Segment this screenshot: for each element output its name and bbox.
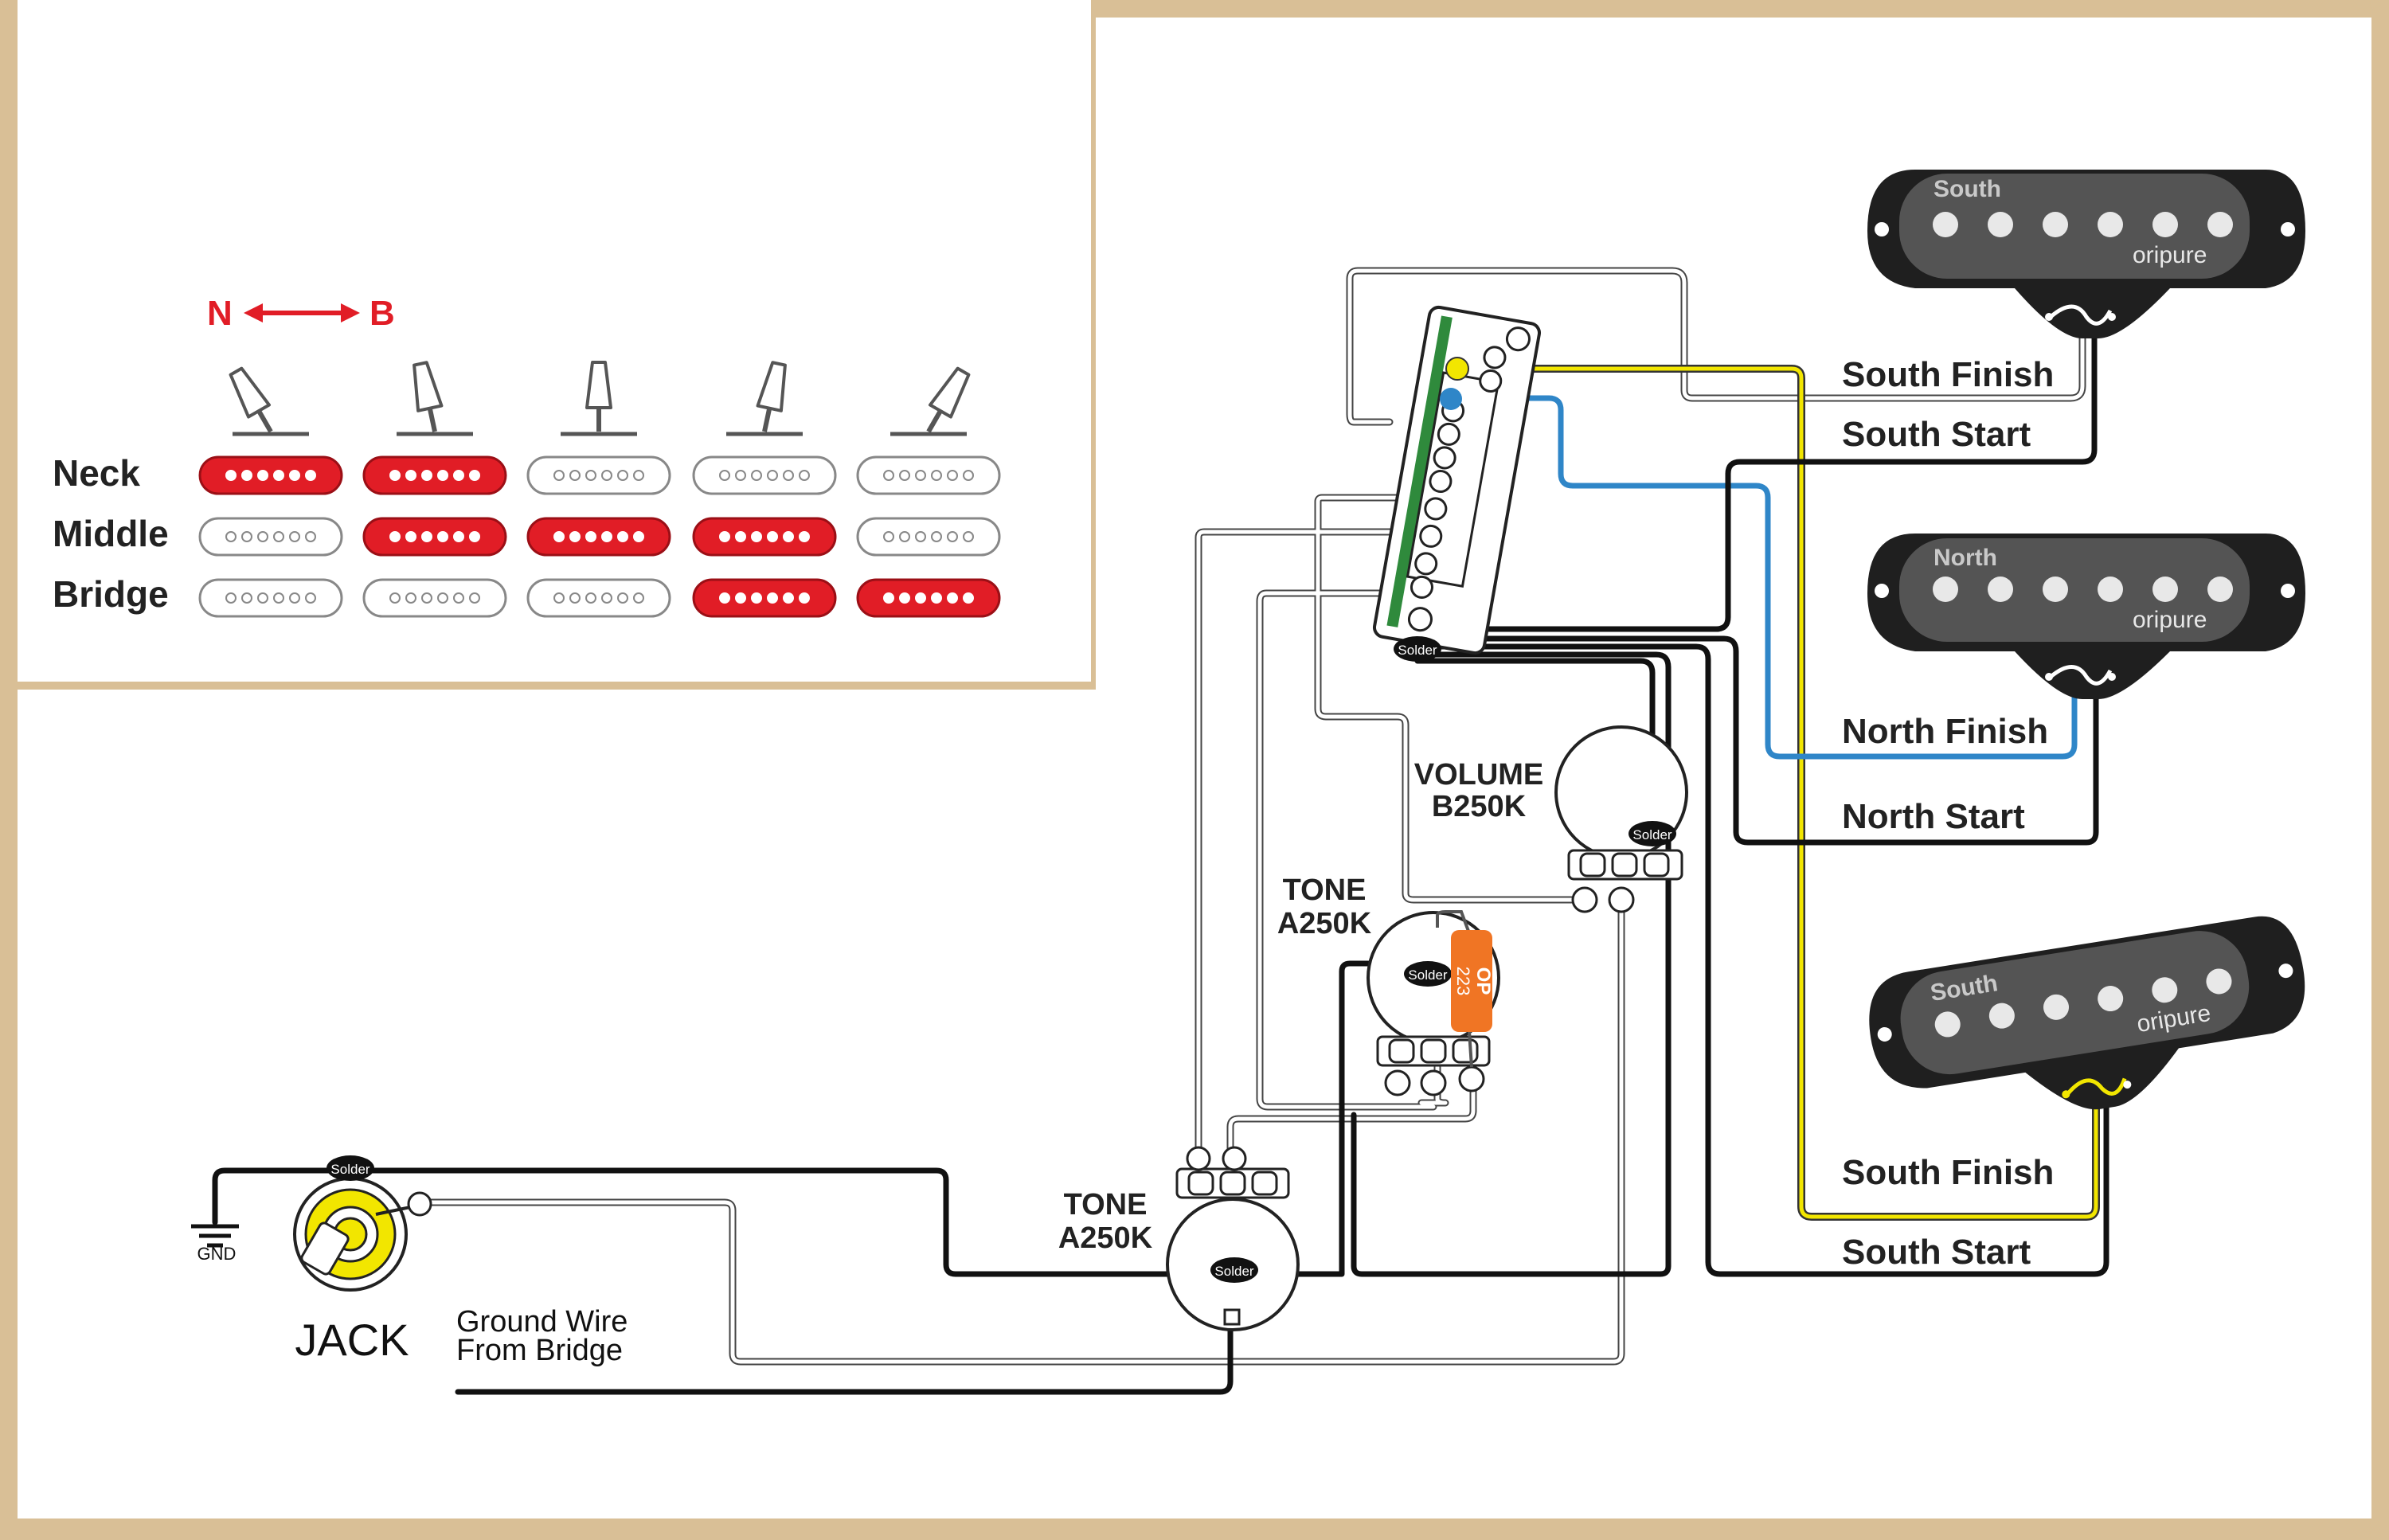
pickup-bridge-start-label: South Start [1842, 1233, 2031, 1272]
selector-position-chart: N B Neck Middle Bridge [53, 294, 1001, 618]
lever-position-2 [397, 361, 473, 436]
pickup-neck-brand: oripure [2133, 242, 2207, 268]
legend-pickup-bridge-pos3 [526, 578, 671, 618]
legend-pickup-bridge-pos4 [692, 578, 837, 618]
legend-pickup-neck-pos1 [198, 455, 343, 495]
yellow-wire [1453, 365, 2100, 1221]
output-jack: Solder [293, 1155, 432, 1292]
volume-pot: Solder [1554, 725, 1688, 913]
legend-pickup-neck-pos2 [362, 455, 507, 495]
legend-pickup-middle-pos2 [362, 517, 507, 557]
legend-pickup-middle-pos1 [198, 517, 343, 557]
capacitor-brand: OP [1472, 967, 1494, 995]
lower-left-panel [18, 690, 1101, 1519]
lever-positions [229, 361, 971, 436]
pickup-middle: North oripure [1867, 534, 2305, 699]
tone-pot-2-label-line2: A250K [1058, 1221, 1153, 1255]
pickup-middle-start-label: North Start [1842, 797, 2025, 836]
pickup-neck: South oripure [1867, 170, 2305, 338]
pickup-bridge: South oripure [1869, 916, 2305, 1110]
legend-pickup-grid [198, 455, 1001, 618]
capacitor: OP 223 [1451, 930, 1494, 1032]
yellow-terminal-dot [1445, 357, 1469, 381]
legend-pickup-bridge-pos1 [198, 578, 343, 618]
wires [212, 267, 2109, 1395]
jack-label: JACK [295, 1315, 409, 1365]
black-wires [212, 323, 2109, 1395]
pickup-middle-finish-label: North Finish [1842, 712, 2048, 751]
tone1-solder-label: Solder [1408, 967, 1447, 983]
row-label-bridge: Bridge [53, 573, 169, 615]
volume-solder-label: Solder [1632, 827, 1672, 842]
lever-position-4 [726, 361, 803, 436]
tone2-solder-label: Solder [1214, 1264, 1253, 1279]
tone-pot-1-label-line2: A250K [1277, 907, 1372, 940]
legend-pickup-bridge-pos2 [362, 578, 507, 618]
pickup-neck-finish-label: South Finish [1842, 355, 2054, 394]
legend-panel [18, 0, 1091, 682]
pickup-neck-start-label: South Start [1842, 415, 2031, 454]
ground-symbol [191, 1222, 239, 1248]
lever-position-1 [229, 366, 309, 436]
legend-pickup-neck-pos3 [526, 455, 671, 495]
pickup-bridge-finish-label: South Finish [1842, 1153, 2054, 1192]
tone-pot-1-label-line1: TONE [1283, 874, 1367, 907]
blue-wire [1454, 395, 2078, 760]
row-label-neck: Neck [53, 452, 140, 494]
five-way-switch [1372, 305, 1541, 655]
lever-position-3 [561, 361, 637, 436]
row-label-middle: Middle [53, 513, 169, 554]
lever-position-5 [890, 366, 971, 436]
jack-solder-label: Solder [330, 1162, 369, 1177]
white-wires [418, 267, 2086, 1366]
legend-pickup-middle-pos5 [856, 517, 1001, 557]
tone-pot-2: Solder [1166, 1146, 1300, 1331]
direction-arrow [244, 303, 360, 322]
ground-wire-label-line1: Ground Wire [456, 1305, 628, 1339]
svg-text:Solder: Solder [1398, 643, 1437, 658]
pickup-neck-magnet-label: South [1933, 176, 2001, 202]
pickup-middle-magnet-label: North [1933, 545, 1997, 571]
legend-pickup-middle-pos4 [692, 517, 837, 557]
volume-pot-label-line2: B250K [1432, 790, 1527, 823]
legend-pickup-middle-pos3 [526, 517, 671, 557]
gnd-label: GND [197, 1244, 237, 1264]
capacitor-code: 223 [1453, 967, 1473, 996]
pickup-middle-brand: oripure [2133, 607, 2207, 633]
legend-pickup-bridge-pos5 [856, 578, 1001, 618]
direction-label-neck: N [207, 294, 233, 333]
blue-terminal-dot [1440, 388, 1462, 410]
switch-solder-point: Solder [1394, 636, 1441, 662]
tone-pot-2-label-line1: TONE [1064, 1188, 1148, 1221]
legend-pickup-neck-pos5 [856, 455, 1001, 495]
volume-pot-label-line1: VOLUME [1414, 758, 1544, 791]
ground-wire-label-line2: From Bridge [456, 1334, 623, 1367]
direction-label-bridge: B [369, 294, 395, 333]
legend-pickup-neck-pos4 [692, 455, 837, 495]
